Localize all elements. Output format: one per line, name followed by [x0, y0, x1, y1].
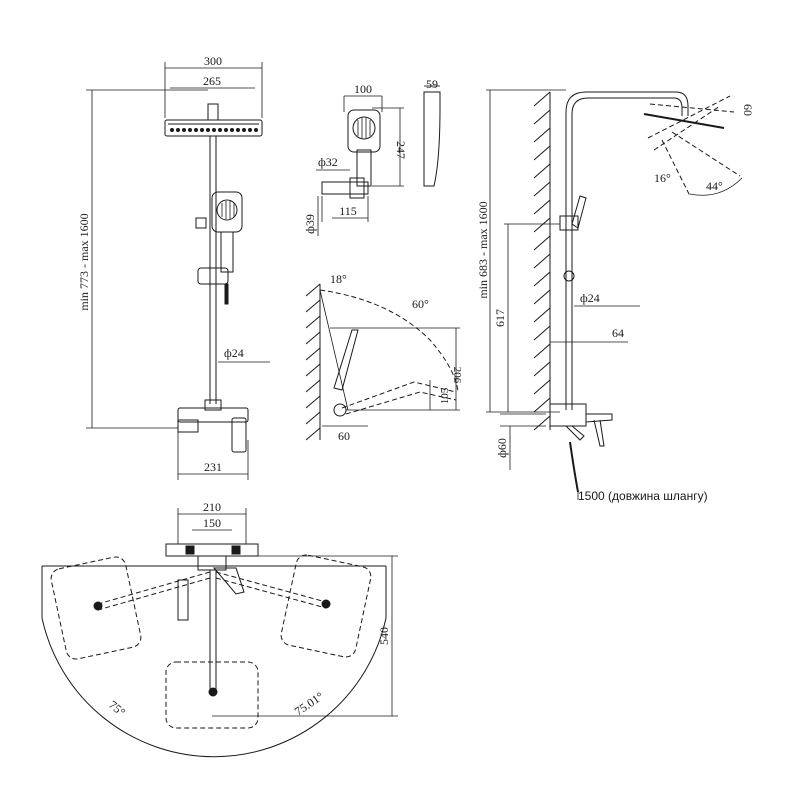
dim-hand-depth: 59	[426, 77, 438, 91]
dim-front-height: min 773 - max 1600	[77, 213, 91, 310]
dim-tilt-angle: 18°	[330, 272, 347, 286]
dim-side-617: 617	[493, 309, 507, 327]
dim-head-inner: 265	[203, 74, 221, 88]
top-view: 210 150 75° 75.01° 540	[41, 500, 398, 758]
dim-tilt-height-a: 206	[451, 367, 463, 384]
head-nozzles	[170, 128, 258, 132]
dim-front-pipe: ф24	[224, 346, 244, 360]
tilt-view: 18° 60° 206 105 60	[305, 272, 463, 443]
dim-side-height: min 683 - max 1600	[476, 201, 490, 298]
dim-side-base: ф60	[495, 438, 509, 458]
dim-hand-length: 247	[394, 141, 408, 159]
dim-holder-base: ф39	[303, 214, 317, 234]
dim-mixer-width: 231	[204, 460, 222, 474]
dim-top-angle-right: 75.01°	[292, 689, 326, 719]
dim-tilt-side: 60°	[412, 297, 429, 311]
dim-top-depth: 540	[377, 627, 391, 645]
dim-head-angle: 60	[741, 104, 755, 116]
hose-length-note: 1500 (довжина шлангу)	[578, 489, 708, 503]
dim-side-pipe: ф24	[580, 291, 600, 305]
dim-head-width: 300	[204, 54, 222, 68]
front-view: 300 265 ф24	[77, 54, 270, 480]
dim-side-offset: 64	[612, 326, 624, 340]
side-view: 60 16° 44° ф24 64 617 min 683 - max 1600…	[476, 89, 755, 503]
dim-hand-width: 100	[354, 82, 372, 96]
dim-top-width-inner: 150	[203, 516, 221, 530]
dim-holder-length: 115	[339, 204, 357, 218]
dim-tilt-height-b: 105	[439, 387, 451, 404]
dim-angle-b: 44°	[706, 179, 723, 193]
dim-holder-dia: ф32	[318, 155, 338, 169]
dim-tilt-offset: 60	[338, 429, 350, 443]
dim-top-width-outer: 210	[203, 500, 221, 514]
dim-angle-a: 16°	[654, 171, 671, 185]
hand-shower-detail: 100 247 59 ф32 115 ф39	[303, 77, 441, 236]
dim-top-angle-left: 75°	[106, 698, 128, 720]
